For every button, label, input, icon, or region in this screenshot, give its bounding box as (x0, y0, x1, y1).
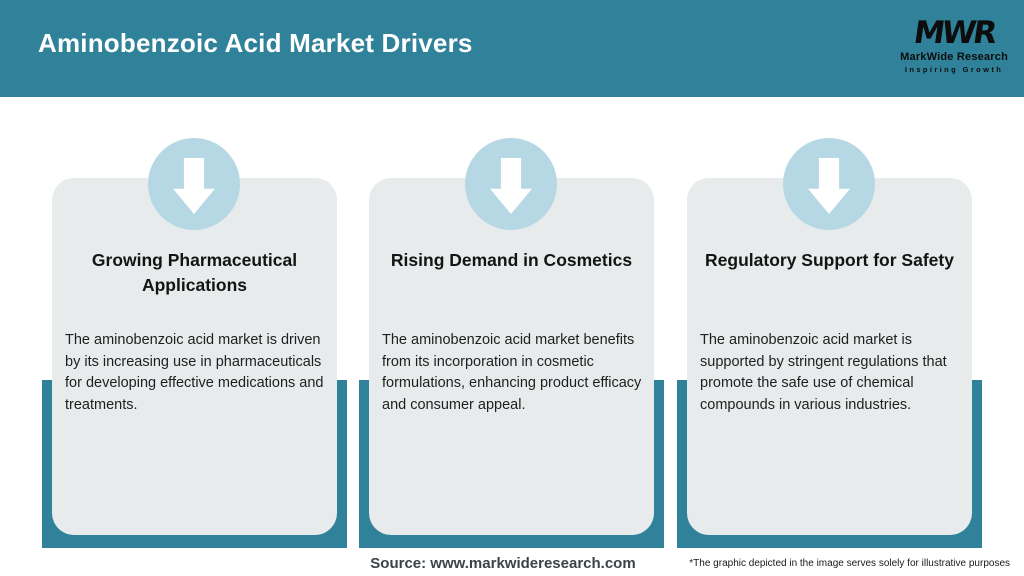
source-attribution: Source: www.markwideresearch.com (370, 555, 636, 572)
mwr-monogram-icon: MWR (911, 14, 997, 51)
card-title: Regulatory Support for Safety (705, 250, 954, 270)
card-body-text: The aminobenzoic acid market is driven b… (65, 332, 324, 413)
arrow-down-icon (783, 138, 875, 230)
card-body-text: The aminobenzoic acid market benefits fr… (382, 332, 642, 413)
card-title: Rising Demand in Cosmetics (390, 250, 633, 270)
card-title: Growing Pharmaceutical Applications (91, 250, 298, 295)
arrow-down-icon (148, 138, 240, 230)
arrow-down-glyph (808, 158, 850, 214)
driver-card-pharmaceutical: Growing Pharmaceutical Applications The … (52, 178, 337, 535)
driver-card-cosmetics: Rising Demand in Cosmetics The aminobenz… (369, 178, 654, 535)
logo-tagline: Inspiring Growth (904, 64, 1004, 74)
markwide-research-logo: MWR MarkWide Research Inspiring Growth (900, 14, 1008, 74)
header-bar: Aminobenzoic Acid Market Drivers MWR Mar… (0, 0, 1024, 97)
disclaimer-note: *The graphic depicted in the image serve… (689, 558, 1010, 569)
logo-name: MarkWide Research (900, 50, 1008, 63)
driver-card-regulatory: Regulatory Support for Safety The aminob… (687, 178, 972, 535)
arrow-down-glyph (490, 158, 532, 214)
arrow-down-icon (465, 138, 557, 230)
arrow-down-glyph (173, 158, 215, 214)
card-body-text: The aminobenzoic acid market is supporte… (700, 332, 947, 413)
page-title: Aminobenzoic Acid Market Drivers (38, 28, 473, 58)
